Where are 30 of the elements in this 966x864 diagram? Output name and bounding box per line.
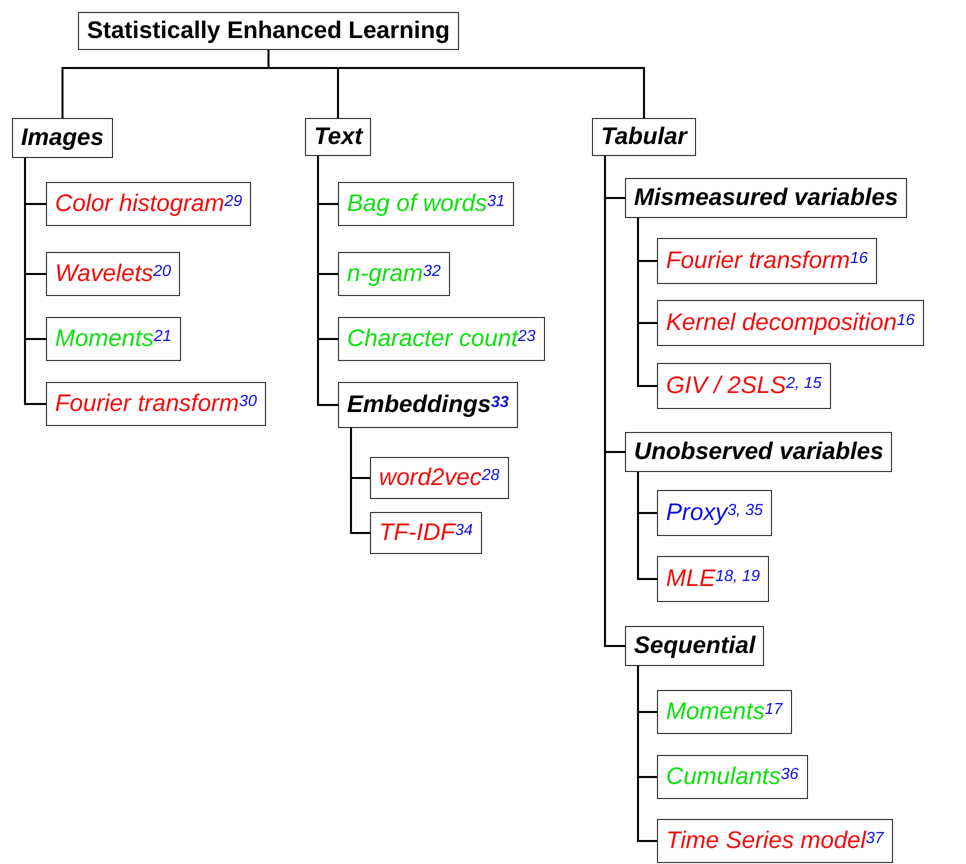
method-box: Moments$^{21}$	[46, 317, 180, 361]
tree-connector	[637, 666, 657, 842]
method-box: Fourier transform$^{16}$	[657, 238, 877, 284]
category-box: Text	[305, 118, 372, 156]
tree-connector	[637, 472, 657, 580]
method-box: n-gram$^{32}$	[338, 252, 450, 296]
category-box: Unobserved variables	[625, 432, 892, 472]
tree-connector	[317, 156, 338, 406]
category-box: Images	[12, 118, 113, 158]
tree-connector	[24, 158, 46, 405]
method-box: Proxy$^{3, 35}$	[657, 490, 772, 536]
category-box: Sequential	[625, 626, 764, 666]
method-box: word2vec$^{28}$	[370, 457, 509, 499]
method-box: TF-IDF$^{34}$	[370, 512, 482, 554]
method-box: Moments$^{17}$	[657, 690, 792, 734]
method-box: Fourier transform$^{30}$	[46, 382, 266, 426]
category-box: Tabular	[592, 118, 696, 156]
method-box: Bag of words$^{31}$	[338, 182, 514, 226]
method-box: Color histogram$^{29}$	[46, 182, 252, 226]
method-box: MLE$^{18, 19}$	[657, 556, 769, 602]
method-box: Character count$^{23}$	[338, 317, 545, 361]
category-box: Embeddings$^{33}$	[338, 382, 518, 428]
method-box: Kernel decomposition$^{16}$	[657, 300, 924, 346]
tree-connector	[637, 218, 657, 387]
method-box: Wavelets$^{20}$	[46, 252, 180, 296]
category-box: Mismeasured variables	[625, 178, 908, 218]
method-box: Time Series model$^{37}$	[657, 819, 893, 863]
method-box: Cumulants$^{36}$	[657, 755, 808, 799]
method-box: GIV / 2SLS$^{2, 15}$	[657, 363, 831, 409]
root-node-box: Statistically Enhanced Learning	[78, 12, 459, 50]
